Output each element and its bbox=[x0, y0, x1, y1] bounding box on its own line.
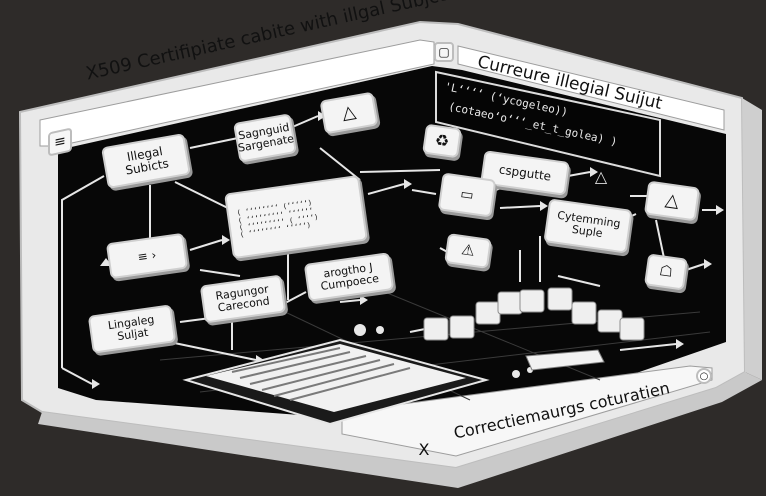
recycle-icon: ♻ bbox=[433, 129, 451, 151]
warning-sign-icon: ⚠ bbox=[460, 240, 477, 260]
close-icon: X bbox=[418, 439, 430, 459]
node-recycle[interactable]: ♻ bbox=[422, 123, 462, 159]
node-warning-right[interactable]: △ bbox=[643, 180, 701, 222]
arrow-right-icon: ≡ › bbox=[136, 247, 158, 264]
warning-triangle-right-icon: △ bbox=[663, 188, 681, 212]
node-triangle-small[interactable]: △ bbox=[586, 160, 616, 194]
node-warning-mid[interactable]: ⚠ bbox=[444, 233, 492, 269]
circle-icon: ○ bbox=[699, 370, 709, 382]
footer-close-button[interactable]: X bbox=[410, 436, 438, 462]
person-icon: ☖ bbox=[658, 261, 675, 281]
window-panel-icon: ▭ bbox=[459, 185, 475, 204]
warning-triangle-icon: △ bbox=[340, 100, 358, 124]
window-separator-icon: ▢ bbox=[434, 42, 454, 62]
window-menu-icon[interactable]: ≡ bbox=[48, 127, 72, 157]
triangle-outline-icon: △ bbox=[594, 166, 608, 186]
node-cspgutte-label: cspgutte bbox=[498, 162, 552, 184]
node-window-panel[interactable]: ▭ bbox=[437, 172, 497, 218]
node-person[interactable]: ☖ bbox=[643, 253, 689, 291]
footer-circle-button[interactable]: ○ bbox=[696, 368, 712, 384]
